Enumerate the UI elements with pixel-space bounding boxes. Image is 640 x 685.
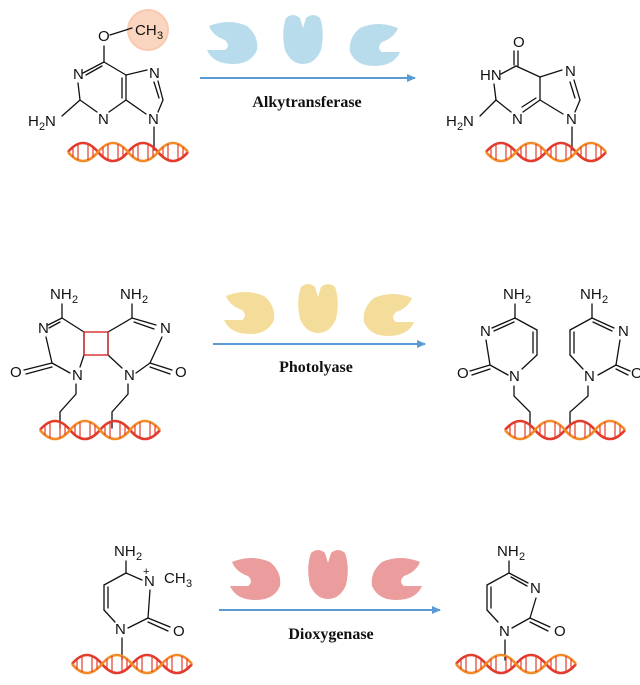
n1-label: N (499, 623, 510, 640)
n1-label: N (115, 621, 126, 638)
n1-label-left: N (509, 368, 520, 385)
nh2-subscript: 2 (72, 294, 78, 306)
alkyltransferase-enzyme-shapes (207, 15, 400, 66)
n1-label-right: N (584, 368, 595, 385)
3-methylcytosine-structure: NH 2 N + CH 3 N O (103, 543, 192, 661)
n9-label: N (566, 111, 577, 128)
methyl-subscript: 3 (157, 30, 163, 42)
nh2-subscript: 2 (525, 294, 531, 306)
amino-h-label: H (446, 113, 457, 130)
nh2-label: NH (114, 543, 136, 560)
n1-label-right: N (124, 367, 135, 384)
dna-helix (454, 653, 578, 675)
enzyme-shape (224, 292, 275, 334)
dna-helix (503, 419, 627, 441)
guanine-structure: O HN N N N H 2 N (446, 34, 581, 151)
o-label-left: O (10, 364, 22, 381)
o-methoxy-label: O (98, 28, 110, 45)
methyl-highlight-circle (127, 9, 169, 51)
n9-label: N (148, 111, 159, 128)
n3-label: N (530, 580, 541, 597)
reaction-photolyase: NH 2 NH 2 N N N N O O (10, 284, 640, 441)
nh2-label-left: NH (503, 286, 525, 303)
dioxygenase-enzyme-shapes (230, 550, 422, 600)
nh2-subscript: 2 (519, 551, 525, 563)
enzyme-shape (298, 284, 338, 333)
dna-helix (66, 141, 190, 163)
dna-helix (38, 419, 162, 441)
enzyme-shape (230, 558, 281, 600)
enzyme-name-alkytransferase: Alkytransferase (252, 94, 361, 111)
cytosine-structure: NH 2 N N O (486, 543, 566, 661)
enzyme-name-dioxygenase: Dioxygenase (288, 626, 373, 643)
cytosine-dimer-structure: NH 2 NH 2 N N N N O O (10, 286, 187, 429)
nh2-subscript: 2 (602, 294, 608, 306)
cyclobutane-ring (83, 331, 109, 356)
enzyme-shape (283, 15, 323, 64)
o-label-left: O (457, 365, 469, 382)
o-label: O (554, 623, 566, 640)
reaction-dioxygenase: NH 2 N + CH 3 N O Dioxygenase (70, 543, 578, 675)
dna-helix (484, 141, 608, 163)
amino-n-label: N (45, 113, 56, 130)
n-plus-label: N (144, 573, 155, 590)
enzyme-name-photolyase: Photolyase (279, 359, 353, 376)
n3-label: N (98, 111, 109, 128)
n1-label: N (73, 66, 84, 83)
o-label-right: O (631, 365, 640, 382)
enzyme-shape (207, 22, 258, 64)
amino-h-label: H (28, 113, 39, 130)
o-label-right: O (175, 364, 187, 381)
o-label: O (173, 623, 185, 640)
nh2-label-right: NH (120, 286, 142, 303)
nh2-subscript: 2 (142, 294, 148, 306)
n7-label: N (149, 65, 160, 82)
positive-charge: + (143, 566, 149, 578)
methyl-label: CH (135, 22, 157, 39)
cytosine-pair-structure: NH 2 NH 2 N N N N O O (457, 286, 640, 429)
amino-subscript: 2 (457, 121, 463, 133)
nh2-label-right: NH (580, 286, 602, 303)
enzyme-shape (371, 558, 422, 600)
reaction-alkyltransferase: O CH 3 N N N N H 2 N (28, 9, 608, 163)
enzyme-shape (363, 294, 414, 336)
photolyase-enzyme-shapes (224, 284, 414, 336)
nh2-subscript: 2 (136, 551, 142, 563)
methyl-label: CH (164, 570, 186, 587)
nh-label: HN (480, 67, 502, 84)
amino-n-label: N (463, 113, 474, 130)
n1-label-left: N (72, 367, 83, 384)
enzyme-shape (308, 550, 348, 599)
n3-label-left: N (480, 323, 491, 340)
o6-methylguanine-structure: O CH 3 N N N N H 2 N (28, 9, 169, 151)
n7-label: N (565, 63, 576, 80)
n3-label-right: N (618, 323, 629, 340)
nh2-label: NH (497, 543, 519, 560)
dna-helix (70, 653, 194, 675)
amino-subscript: 2 (39, 121, 45, 133)
n3-label-left: N (38, 320, 49, 337)
n3-label: N (512, 111, 523, 128)
carbonyl-o-label: O (513, 34, 525, 51)
enzyme-shape (349, 24, 400, 66)
methyl-subscript: 3 (186, 578, 192, 590)
nh2-label-left: NH (50, 286, 72, 303)
n3-label-right: N (160, 320, 171, 337)
